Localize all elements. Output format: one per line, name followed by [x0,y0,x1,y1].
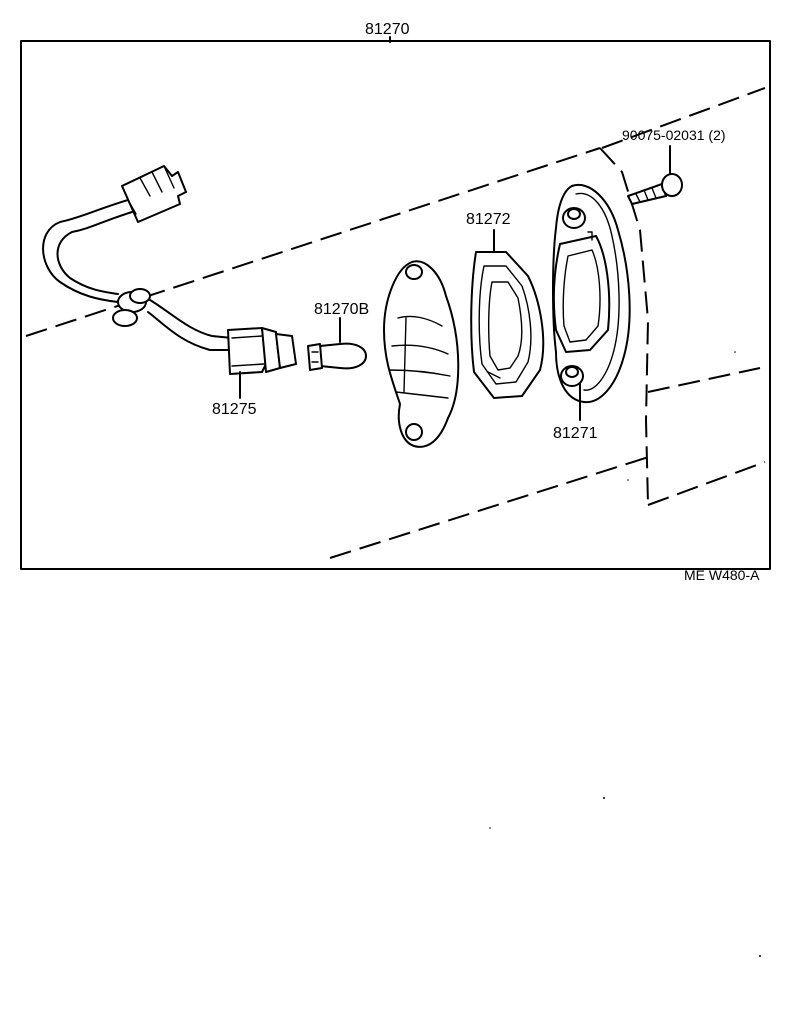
screw [627,173,683,205]
lamp-bracket [383,260,460,448]
bulb-label: 81270B [314,301,369,318]
scan-specks [489,351,761,957]
lamp-housing [552,183,631,404]
lens-label: 81272 [466,211,511,228]
lens [470,251,545,399]
screw-label: 90075-02031 (2) [622,127,726,143]
bulb [307,342,367,371]
diagram-frame [20,40,771,570]
wire-harness [42,165,297,375]
assembly-label: 81270 [365,21,410,38]
housing-label: 81271 [553,425,598,442]
diagram-code: ME W480-A [684,567,760,583]
harness-label: 81275 [212,401,257,418]
